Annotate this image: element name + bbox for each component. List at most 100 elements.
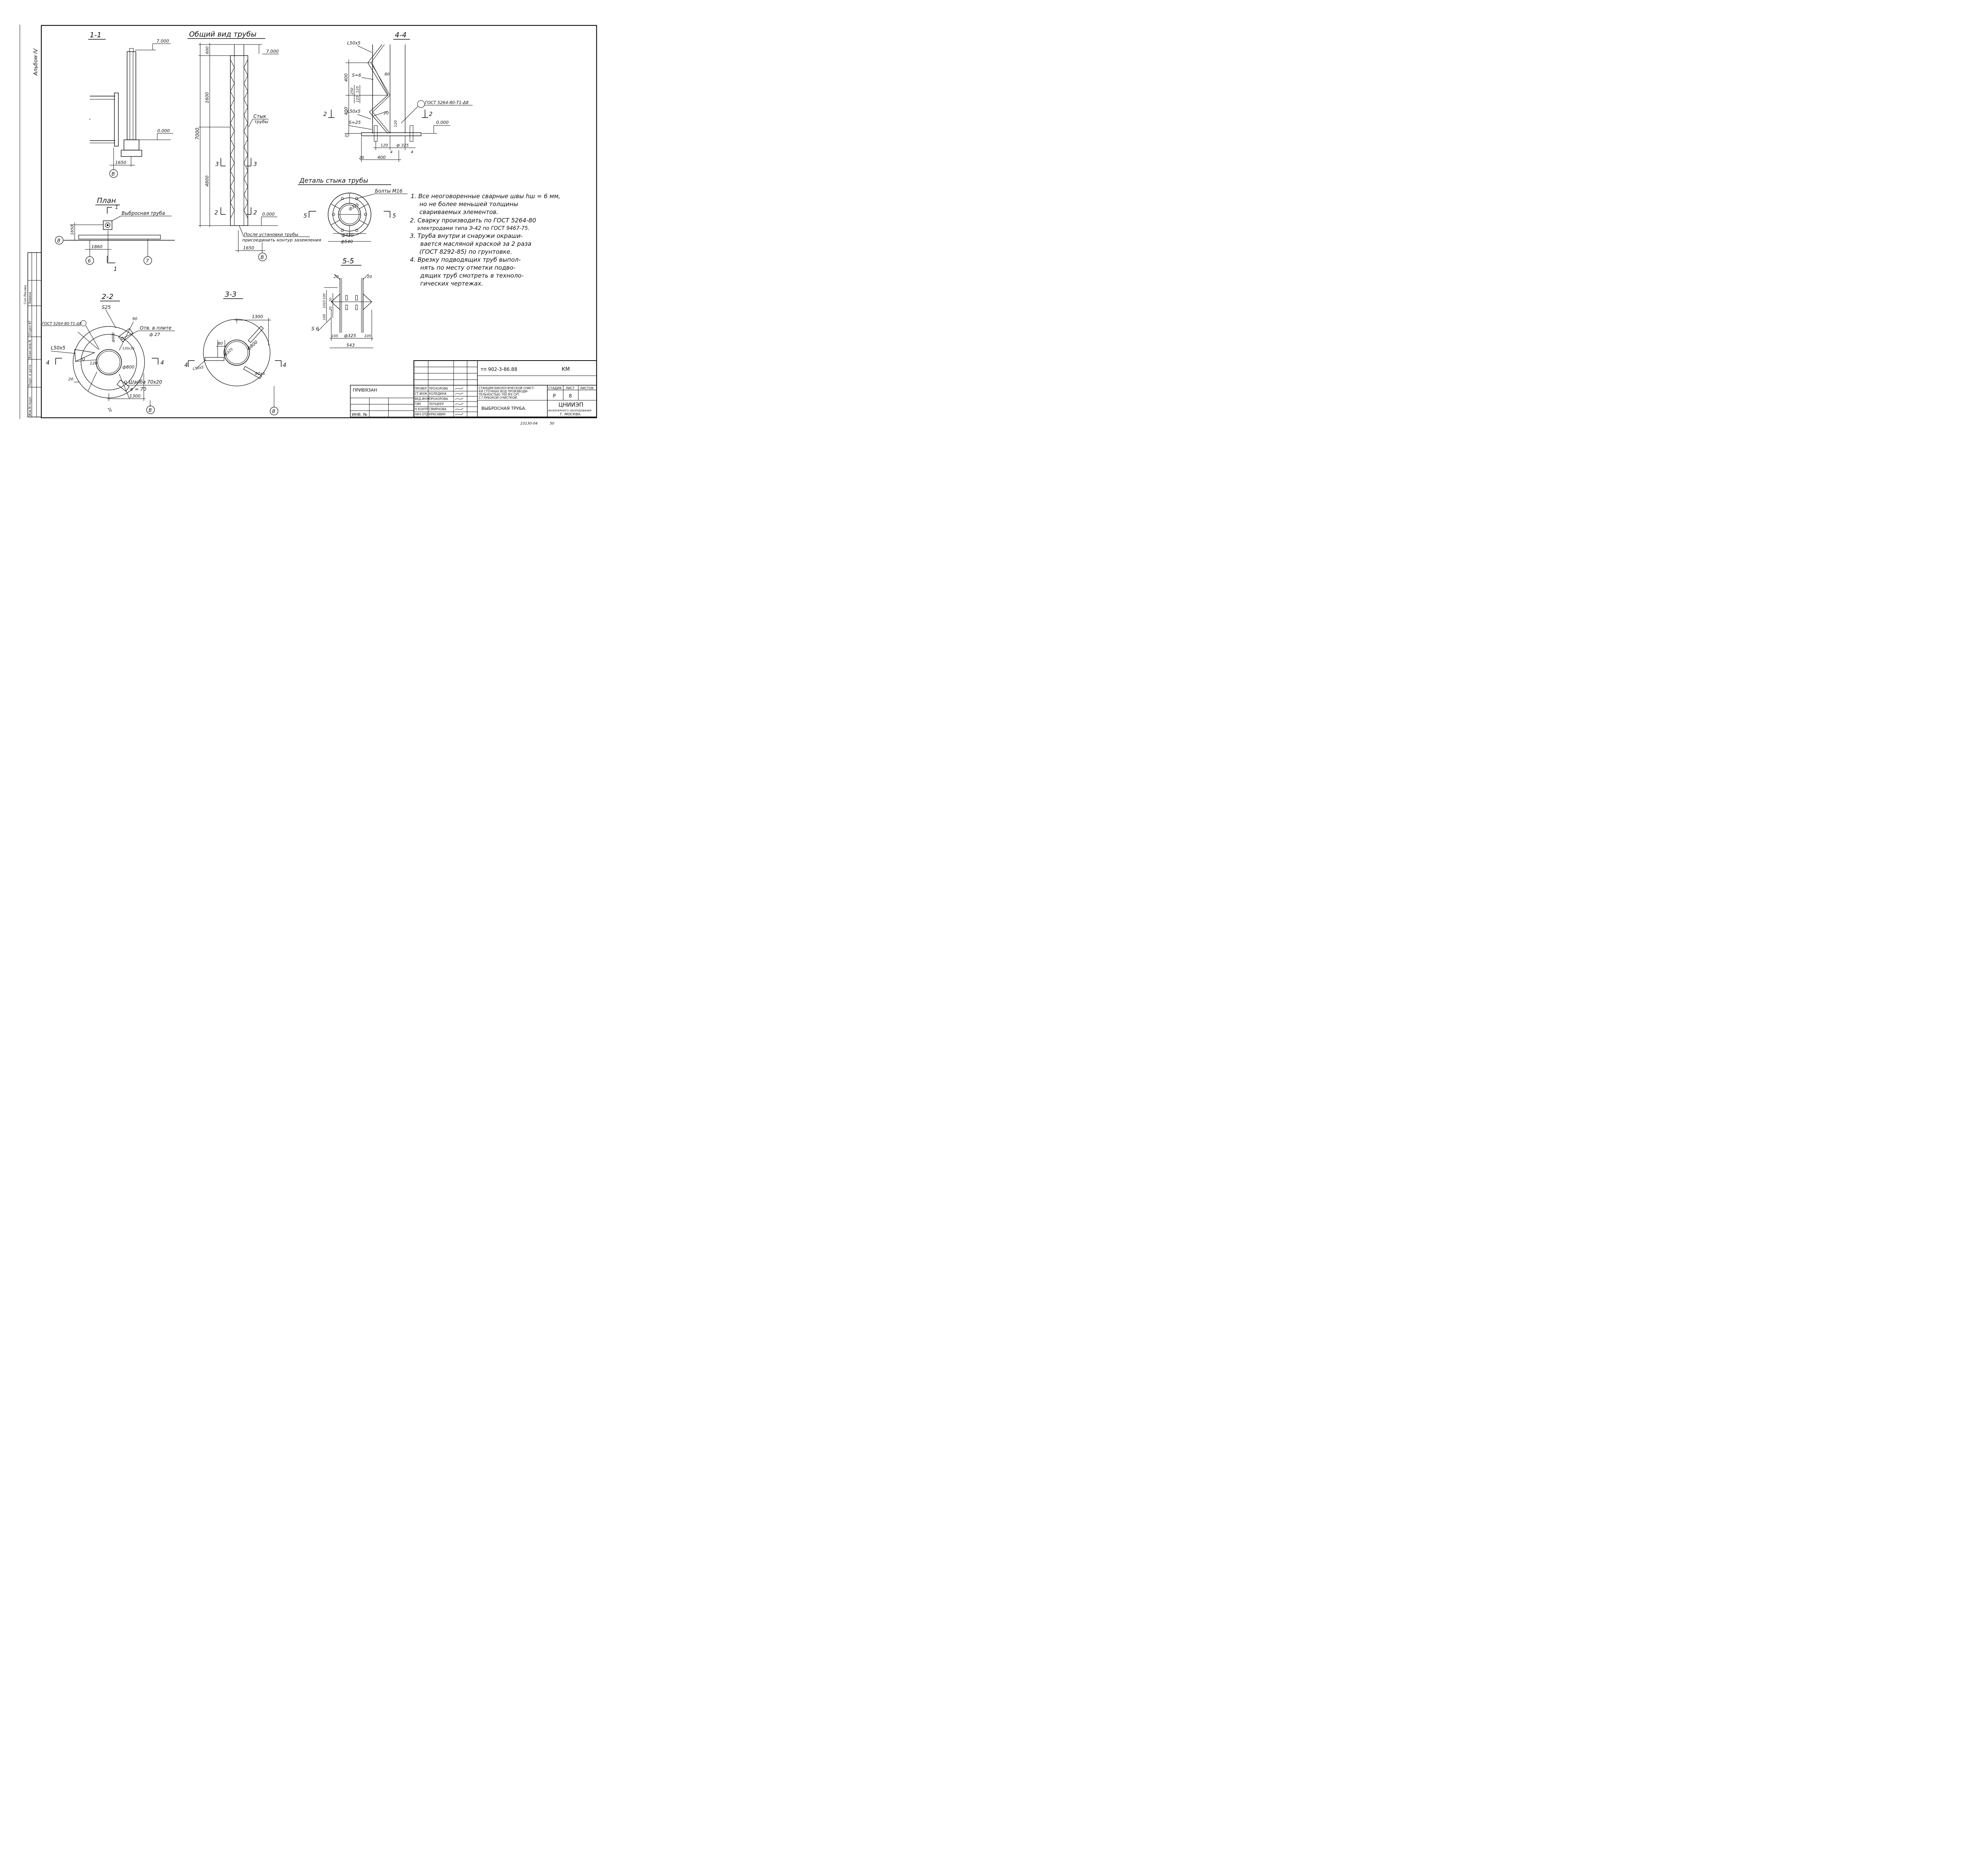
plan-axis-b: В <box>57 238 60 243</box>
note-line-9: нять по месту отметки подво- <box>420 264 516 271</box>
gen-dim-4800: 4800 <box>205 176 210 187</box>
signatures <box>455 387 464 415</box>
s44-d20b: 20 <box>359 156 364 160</box>
s44-d25: 25 <box>345 133 349 137</box>
section-4-4: 4-4 400 400 25 250 125 125 L50x5 S=6 80 … <box>323 31 473 162</box>
s44-angle-mid: L50x5 <box>347 109 361 114</box>
s22-s25: S25 <box>102 305 111 310</box>
stamp-role-1: СТ.ИНЖ <box>415 392 427 396</box>
s55-d105a: 105 <box>331 334 338 338</box>
drawing-sheet: Альбом IV Отдел КГ Левина Сол.Лесова Вза… <box>19 25 597 426</box>
plan-pipe-label: Выбросная труба <box>122 210 165 216</box>
title-block: ПРИВЯЗАН ИНВ. № тп 902-3-86.88 КМ ПРОВЕР… <box>350 360 597 426</box>
stamp-name-5: КРАСАВИН <box>429 413 446 416</box>
gen-mark-zero: 0.000 <box>262 212 275 217</box>
plan-axis-7: 7 <box>146 258 149 264</box>
gen-cut3a: 3 <box>215 161 219 168</box>
s44-d125a: 125 <box>356 86 360 93</box>
gen-mark-top: 7.000 <box>266 49 279 54</box>
s33-angle2: 80x6 <box>255 372 265 376</box>
stamp-name-0: ПРОХОРОВА <box>429 387 448 390</box>
gen-note-2: присоединить контур заземления <box>242 237 321 243</box>
s44-s25: S=25 <box>349 120 361 125</box>
s44-d4a: 4 <box>390 150 392 154</box>
s33-cut4b: 4 <box>283 362 286 369</box>
gen-note-1: После установки трубы <box>244 232 298 237</box>
gen-axis: В <box>261 255 264 260</box>
s33-angle1: L50x5 <box>193 365 204 371</box>
s44-d400a: 400 <box>344 73 349 82</box>
note-line-1: но не более меньшей толщины <box>419 201 518 208</box>
gen-dim-1600: 1600 <box>205 92 210 103</box>
sheet-frame <box>41 25 597 419</box>
s22-d120x10: 120x10 <box>122 347 134 350</box>
strip-r1: Отдел КГ <box>28 320 32 336</box>
title-1-1: 1-1 <box>90 31 101 39</box>
stamp-name-3: ЛОЧЦКЕР <box>429 402 444 406</box>
s11-axis: В <box>112 171 115 177</box>
gen-dim-1650: 1650 <box>243 245 254 251</box>
stamp-project-4: С ГЛУБОКОЙ ОЧИСТКОЙ. <box>479 396 518 400</box>
note-line-0: 1. Все неоговоренные сварные швы hш = 6 … <box>411 193 560 200</box>
s44-d125b: 125 <box>356 96 360 102</box>
stamp-org-2: ИНЖЕНЕРНОГО ОБОРУДОВАНИЯ <box>548 409 591 412</box>
strip-r2: Левина <box>28 292 32 304</box>
title-general: Общий вид трубы <box>189 30 257 39</box>
s22-washer-1: Шайба 70х20 <box>129 379 162 385</box>
s11-mark-zero: 0.000 <box>157 128 170 133</box>
album-label: Альбом IV <box>33 48 39 76</box>
s22-d20: 20 <box>68 377 73 382</box>
s22-hole-2: ф 27 <box>149 332 160 337</box>
plan-cut1: 1 <box>115 205 118 210</box>
s22-axis: В <box>149 407 152 413</box>
s44-d80: 80 <box>384 72 390 77</box>
s22-d800: ф800 <box>122 365 134 370</box>
title-plan: План <box>97 197 116 205</box>
stamp-role-3: ГИП <box>415 402 421 406</box>
note-line-10: дящих труб смотреть в техноло- <box>420 272 524 279</box>
stamp-role-2: ВЕД.ИНЖ <box>415 397 429 401</box>
s22-d90: 90 <box>132 317 137 321</box>
s44-d120a: 120 <box>394 120 398 127</box>
plan-axis-6: 6 <box>88 258 91 264</box>
gen-joint-2: трубы <box>254 119 269 124</box>
s33-phi800: ф800 <box>246 340 259 351</box>
stamp-footer-page: 50 <box>550 422 554 426</box>
stamp-org-1: ЦНИИЭП <box>558 402 583 408</box>
stamp-stage: Р <box>553 393 556 399</box>
s44-angle-top: L50x5 <box>347 41 361 46</box>
plan-d1650: 1650 <box>70 225 75 235</box>
s55-d20d: 20 <box>329 307 332 311</box>
plan-d1860: 1860 <box>91 244 102 249</box>
s44-s6: S=6 <box>352 73 361 78</box>
s44-cut2b: 2 <box>429 111 433 118</box>
s55-phi325: ф325 <box>344 333 356 338</box>
stamp-code: тп 902-3-86.88 <box>481 367 517 372</box>
stamp-role-5: НАЧ.ОТД <box>415 413 429 416</box>
s44-d400c: 400 <box>377 155 386 160</box>
general-view: Общий вид трубы 600 1600 7000 4800 7.000… <box>187 30 321 261</box>
s11-mark-top: 7.000 <box>156 39 169 44</box>
s22-hole-1: Отв. в плите <box>140 325 172 331</box>
s44-phi325: ф 325 <box>396 143 409 148</box>
s44-d20: 20 <box>384 111 389 116</box>
stamp-name-4: СМИРНОВА <box>429 407 447 411</box>
gen-joint-1: Стык <box>253 114 267 119</box>
s55-d100: 100 <box>323 293 326 299</box>
s55-d20b: 20 <box>367 275 372 279</box>
stamp-project-3: ТЕЛЬНОСТЬЮ 700 М3 СУТ. <box>478 393 520 396</box>
s55-d20c: 20 <box>329 298 332 302</box>
stamp-org-3: Г. МОСКВА. <box>560 413 582 417</box>
stamp-project-1: СТАНЦИЯ БИОЛОГИЧЕСКОЙ ОЧИСТ- <box>479 386 535 390</box>
section-5-5: 5-5 20 20 100 10 10 100 20 20 S 6 105 ф3… <box>311 257 373 348</box>
section-1-1: 1-1 7.000 0.000 1650 В <box>88 31 173 178</box>
s22-weld: ГОСТ 5264-80-Т1-Δ8 <box>42 322 81 326</box>
note-line-5: 3. Труба внутри и снаружи окраши- <box>410 232 523 239</box>
note-line-3: 2. Сварку производить по ГОСТ 5264-80 <box>410 217 536 224</box>
joint-detail: Деталь стыка трубы ф325 ф430 ф540 Болты … <box>298 177 408 244</box>
gen-dim-600: 600 <box>205 46 210 54</box>
s55-d105b: 105 <box>364 334 371 338</box>
notes-block: 1. Все неоговоренные сварные швы hш = 6 … <box>410 193 560 287</box>
stamp-sheet-h: ЛИСТ <box>566 386 575 390</box>
note-line-8: 4. Врезку подводящих труб выпол- <box>410 256 521 263</box>
